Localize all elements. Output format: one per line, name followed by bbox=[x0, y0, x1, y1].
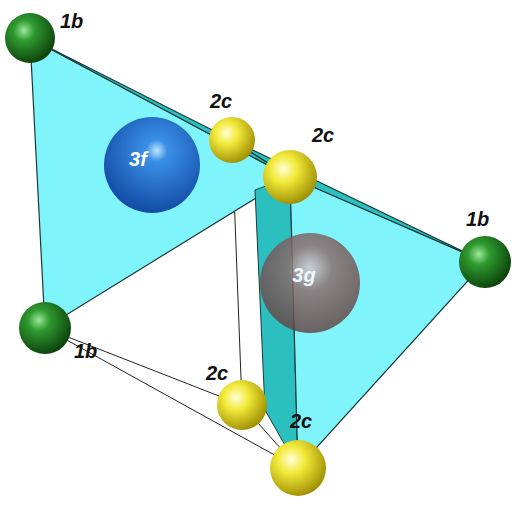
site-label: 3f bbox=[129, 148, 147, 171]
wyckoff-label: 1b bbox=[466, 208, 489, 231]
wyckoff-label: 2c bbox=[290, 410, 312, 433]
wyckoff-site-sphere: 3f bbox=[104, 117, 200, 213]
sphere-shape bbox=[104, 117, 200, 213]
wyckoff-label: 1b bbox=[60, 10, 83, 33]
site-label: 3g bbox=[292, 264, 315, 287]
wyckoff-label: 2c bbox=[312, 124, 334, 147]
wyckoff-label: 2c bbox=[206, 362, 228, 385]
wyckoff-label: 2c bbox=[210, 90, 232, 113]
wyckoff-label: 1b bbox=[74, 340, 97, 363]
wyckoff-site-sphere: 3g bbox=[260, 233, 360, 333]
